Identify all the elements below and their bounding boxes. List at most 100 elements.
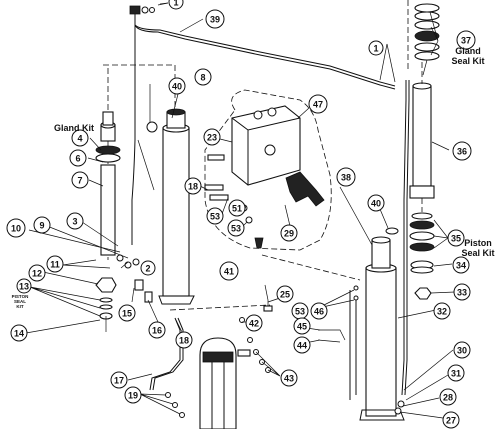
callout-34: 34 [452,256,470,274]
callout-8: 8 [194,68,212,86]
callout-42: 42 [245,314,263,332]
svg-text:1: 1 [373,44,378,54]
callout-46: 46 [310,302,328,320]
callout-19: 19 [124,386,142,404]
callout-4: 4 [71,129,89,147]
callout-3: 3 [66,212,84,230]
callout-18-lower: 18 [175,331,193,349]
svg-text:17: 17 [114,376,124,386]
piston-seal-kit-small-line3: KIT [16,304,24,309]
svg-text:16: 16 [152,326,162,336]
svg-text:36: 36 [457,147,467,157]
svg-text:3: 3 [72,217,77,227]
svg-text:42: 42 [249,319,259,329]
callout-2: 2 [140,260,156,276]
svg-text:53: 53 [295,307,305,317]
svg-text:23: 23 [207,133,217,143]
callout-25: 25 [276,285,294,303]
nut-33 [414,287,432,300]
svg-text:47: 47 [313,100,323,110]
callout-39: 39 [205,9,225,29]
svg-text:25: 25 [280,290,290,300]
svg-text:11: 11 [50,260,60,270]
svg-text:10: 10 [11,224,21,234]
svg-text:18: 18 [188,182,198,192]
valve-block-outline [204,89,332,251]
callout-53-lower: 53 [227,219,245,237]
svg-text:38: 38 [341,173,351,183]
callout-18-upper: 18 [184,177,202,195]
svg-text:14: 14 [14,329,24,339]
svg-text:30: 30 [457,346,467,356]
cylinder-41 [158,108,195,305]
callout-30: 30 [453,341,471,359]
valve-block-29 [231,105,301,186]
svg-text:13: 13 [19,282,29,292]
callout-7: 7 [71,171,89,189]
callout-17: 17 [110,371,128,389]
svg-text:43: 43 [284,374,294,384]
tube-17 [149,317,181,391]
callout-37: 37 [456,30,476,50]
callout-12: 12 [28,264,46,282]
callout-35: 35 [447,229,465,247]
svg-text:6: 6 [75,154,80,164]
callout-44: 44 [293,336,311,354]
svg-text:19: 19 [128,391,138,401]
svg-text:46: 46 [314,307,324,317]
callout-53-lower-right: 53 [291,302,309,320]
gland-seal-kit-label-line2: Seal Kit [451,56,484,66]
left-hose-line [131,25,136,245]
gland-kit-label-left: Gland Kit [54,123,94,133]
svg-text:51: 51 [232,204,242,214]
piston-seal-kit-label-line1: Piston [464,238,492,248]
callout-36: 36 [452,141,472,161]
hose-fitting-top [129,5,141,15]
callout-33: 33 [453,283,471,301]
svg-text:1: 1 [173,0,178,8]
svg-text:40: 40 [172,82,182,92]
piston-seal-kit-small-line1: PISTON [12,294,29,299]
gland-seal-kit-label-line1: Gland [455,46,481,56]
callout-40-right: 40 [367,194,385,212]
callout-1-right: 1 [368,40,384,56]
svg-text:28: 28 [443,393,453,403]
piston-seal-kit-label-line2: Seal Kit [461,248,494,258]
gland-seal-kit-parts [414,3,440,61]
svg-text:15: 15 [122,309,132,319]
callout-14: 14 [10,324,28,342]
callout-6: 6 [69,149,87,167]
callout-45: 45 [293,317,311,335]
callout-41: 41 [219,261,239,281]
svg-text:9: 9 [39,221,44,231]
svg-text:53: 53 [231,224,241,234]
callout-10: 10 [6,218,26,238]
callout-27: 27 [442,411,460,429]
callout-28: 28 [439,388,457,406]
callout-23: 23 [203,128,221,146]
callout-40-left: 40 [168,77,186,95]
callout-31: 31 [447,364,465,382]
callout-1-top: 1 [168,0,184,10]
callout-11: 11 [46,255,64,273]
svg-text:29: 29 [284,229,294,239]
svg-text:41: 41 [224,267,234,277]
piston-seal-kit-small-line2: SEAL [14,299,26,304]
valve-handle [285,171,325,207]
pump-motor-unit [199,337,251,429]
callout-53-upper: 53 [206,207,224,225]
callout-47: 47 [308,94,328,114]
right-cylinder-32 [349,236,405,421]
svg-text:4: 4 [77,134,82,144]
svg-text:40: 40 [371,199,381,209]
hydraulic-hose [134,10,396,87]
callout-13: 13 [16,278,32,294]
svg-text:31: 31 [451,369,461,379]
svg-text:27: 27 [446,416,456,426]
svg-text:8: 8 [200,73,205,83]
svg-text:37: 37 [461,36,471,46]
callout-51: 51 [228,199,246,217]
callout-9: 9 [33,216,51,234]
callout-15: 15 [118,304,136,322]
